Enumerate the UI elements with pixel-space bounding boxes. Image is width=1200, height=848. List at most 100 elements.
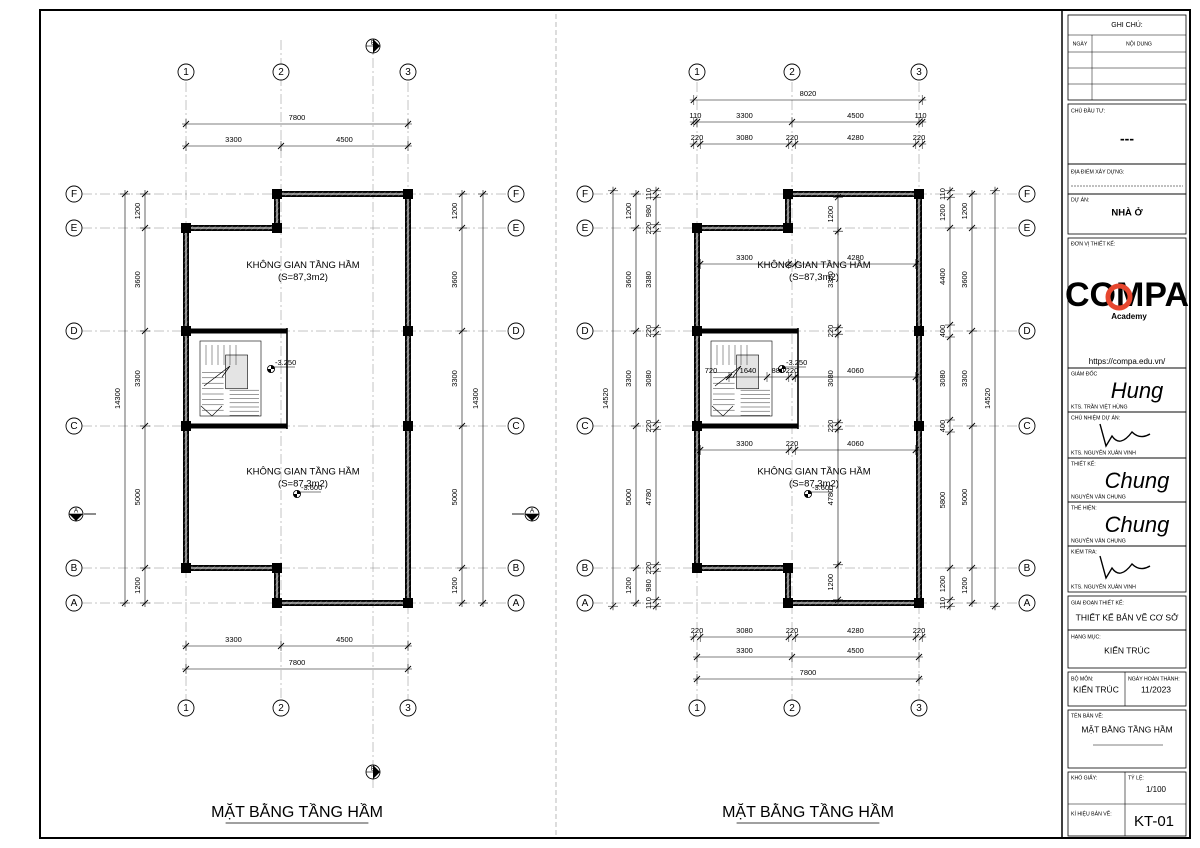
column bbox=[272, 189, 282, 199]
dim-left-outer: 1200 3600 3300 5000 1200 bbox=[624, 190, 641, 607]
column bbox=[692, 421, 702, 431]
level-marker: -3.250 bbox=[266, 358, 296, 373]
dim-interior: 220 bbox=[826, 323, 843, 339]
grid-bubble-label: C bbox=[70, 421, 77, 432]
level-marker: -3.250 bbox=[778, 358, 807, 373]
chief-signature bbox=[1099, 423, 1151, 448]
grid-bubble-right-D: D bbox=[507, 322, 525, 340]
column bbox=[692, 326, 702, 336]
notes-box bbox=[1067, 14, 1187, 101]
grid-bubble-bottom-2: 2 bbox=[783, 699, 801, 717]
dimension-label: 220 bbox=[826, 325, 835, 338]
scale-label: TỶ LỆ: bbox=[1128, 773, 1144, 781]
dimension-label: 3600 bbox=[450, 271, 459, 288]
dimension-label: 14300 bbox=[471, 388, 480, 409]
dim-interior: 4280 bbox=[791, 253, 920, 269]
grid-bubble-label: C bbox=[1023, 421, 1030, 432]
dimension-label: 7800 bbox=[289, 113, 306, 122]
grid-bubble-label: 3 bbox=[916, 703, 922, 714]
dimension-label: 1200 bbox=[624, 577, 633, 594]
notes-title: GHI CHÚ: bbox=[1111, 20, 1143, 29]
grid-bubble-label: B bbox=[513, 563, 520, 574]
dimension-label: 3080 bbox=[826, 370, 835, 387]
dimension-label: 220 bbox=[786, 366, 799, 375]
section-letter: A bbox=[530, 508, 535, 515]
director-signature: Hung bbox=[1111, 378, 1164, 403]
grid-bubble-top-3: 3 bbox=[399, 63, 417, 81]
company-logo: COMPA bbox=[1065, 276, 1189, 314]
dim-interior: 3080 bbox=[826, 330, 843, 427]
project-box bbox=[1067, 193, 1187, 235]
level-marker: -3.600 bbox=[292, 483, 322, 498]
section-marker-a-left: A bbox=[68, 506, 84, 522]
grid-bubble-label: B bbox=[582, 563, 589, 574]
grid-bubble-left-E: E bbox=[576, 219, 594, 237]
grid-bubble-left-C: C bbox=[65, 417, 83, 435]
notes-col-date: NGÀY bbox=[1073, 40, 1088, 47]
dimension-label: 3600 bbox=[624, 271, 633, 288]
dimension-label: 3300 bbox=[736, 439, 753, 448]
grid-bubble-bottom-2: 2 bbox=[272, 699, 290, 717]
dimension-label: 1200 bbox=[960, 203, 969, 220]
dept-value: KIẾN TRÚC bbox=[1073, 684, 1119, 694]
date-label: NGÀY HOÀN THÀNH: bbox=[1128, 675, 1180, 682]
grid-bubble-top-2: 2 bbox=[783, 63, 801, 81]
dimension-label: 220 bbox=[913, 626, 926, 635]
dimension-label: 5000 bbox=[624, 489, 633, 506]
dimension-label: 3300 bbox=[624, 370, 633, 387]
grid-bubble-right-B: B bbox=[507, 559, 525, 577]
level-label: -3.250 bbox=[275, 358, 296, 367]
dimension-label: 400 bbox=[938, 420, 947, 433]
grid-bubble-label: E bbox=[71, 223, 78, 234]
column bbox=[272, 223, 282, 233]
company-logo-sub: Academy bbox=[1111, 312, 1147, 321]
dimension-label: 3300 bbox=[225, 135, 242, 144]
exterior-wall bbox=[694, 191, 922, 606]
column bbox=[783, 223, 793, 233]
grid-bubble-top-1: 1 bbox=[177, 63, 195, 81]
dimension-label: 1200 bbox=[624, 203, 633, 220]
date-value: 11/2023 bbox=[1141, 684, 1171, 694]
grid-lines bbox=[82, 40, 508, 790]
section-marker-b-bottom: B bbox=[365, 764, 381, 780]
notes-col-content: NỘI DUNG bbox=[1126, 40, 1152, 47]
room-area-lower: (S=87,3m2) bbox=[789, 479, 839, 490]
chief-name: KTS. NGUYỄN XUÂN VINH bbox=[1071, 449, 1136, 456]
grid-bubble-right-E: E bbox=[1018, 219, 1036, 237]
grid-bubble-right-C: C bbox=[1018, 417, 1036, 435]
column bbox=[914, 189, 924, 199]
item-label: HẠNG MỤC: bbox=[1071, 634, 1101, 640]
grid-bubble-left-F: F bbox=[576, 185, 594, 203]
checker-name: KTS. NGUYỄN XUÂN VINH bbox=[1071, 583, 1136, 590]
dim-interior: 3380 bbox=[826, 227, 843, 332]
grid-bubble-label: D bbox=[1023, 326, 1030, 337]
dimension-label: 110 bbox=[938, 597, 947, 609]
grid-bubble-label: 3 bbox=[916, 67, 922, 78]
dimension-label: 4780 bbox=[644, 489, 653, 506]
dimension-label: 3080 bbox=[736, 626, 753, 635]
dimension-label: 4400 bbox=[938, 268, 947, 285]
level-label: -3.600 bbox=[301, 483, 322, 492]
dimension-label: 3080 bbox=[736, 133, 753, 142]
column bbox=[272, 563, 282, 573]
column bbox=[403, 326, 413, 336]
dimension-label: 220 bbox=[644, 562, 653, 575]
dimension-label: 3300 bbox=[736, 646, 753, 655]
grid-bubble-label: A bbox=[513, 598, 520, 609]
dimension-label: 220 bbox=[786, 133, 799, 142]
dimension-label: 220 bbox=[691, 133, 704, 142]
location-label: ĐỊA ĐIỂM XÂY DỰNG: bbox=[1071, 168, 1124, 175]
stair-arrow bbox=[714, 365, 742, 387]
grid-bubble-label: F bbox=[513, 189, 519, 200]
dimension-label: 1200 bbox=[826, 206, 835, 223]
dimension-label: 1200 bbox=[960, 577, 969, 594]
column bbox=[692, 563, 702, 573]
dimension-label: 3300 bbox=[225, 635, 242, 644]
dim-interior: 4060 bbox=[791, 366, 920, 382]
column bbox=[914, 326, 924, 336]
